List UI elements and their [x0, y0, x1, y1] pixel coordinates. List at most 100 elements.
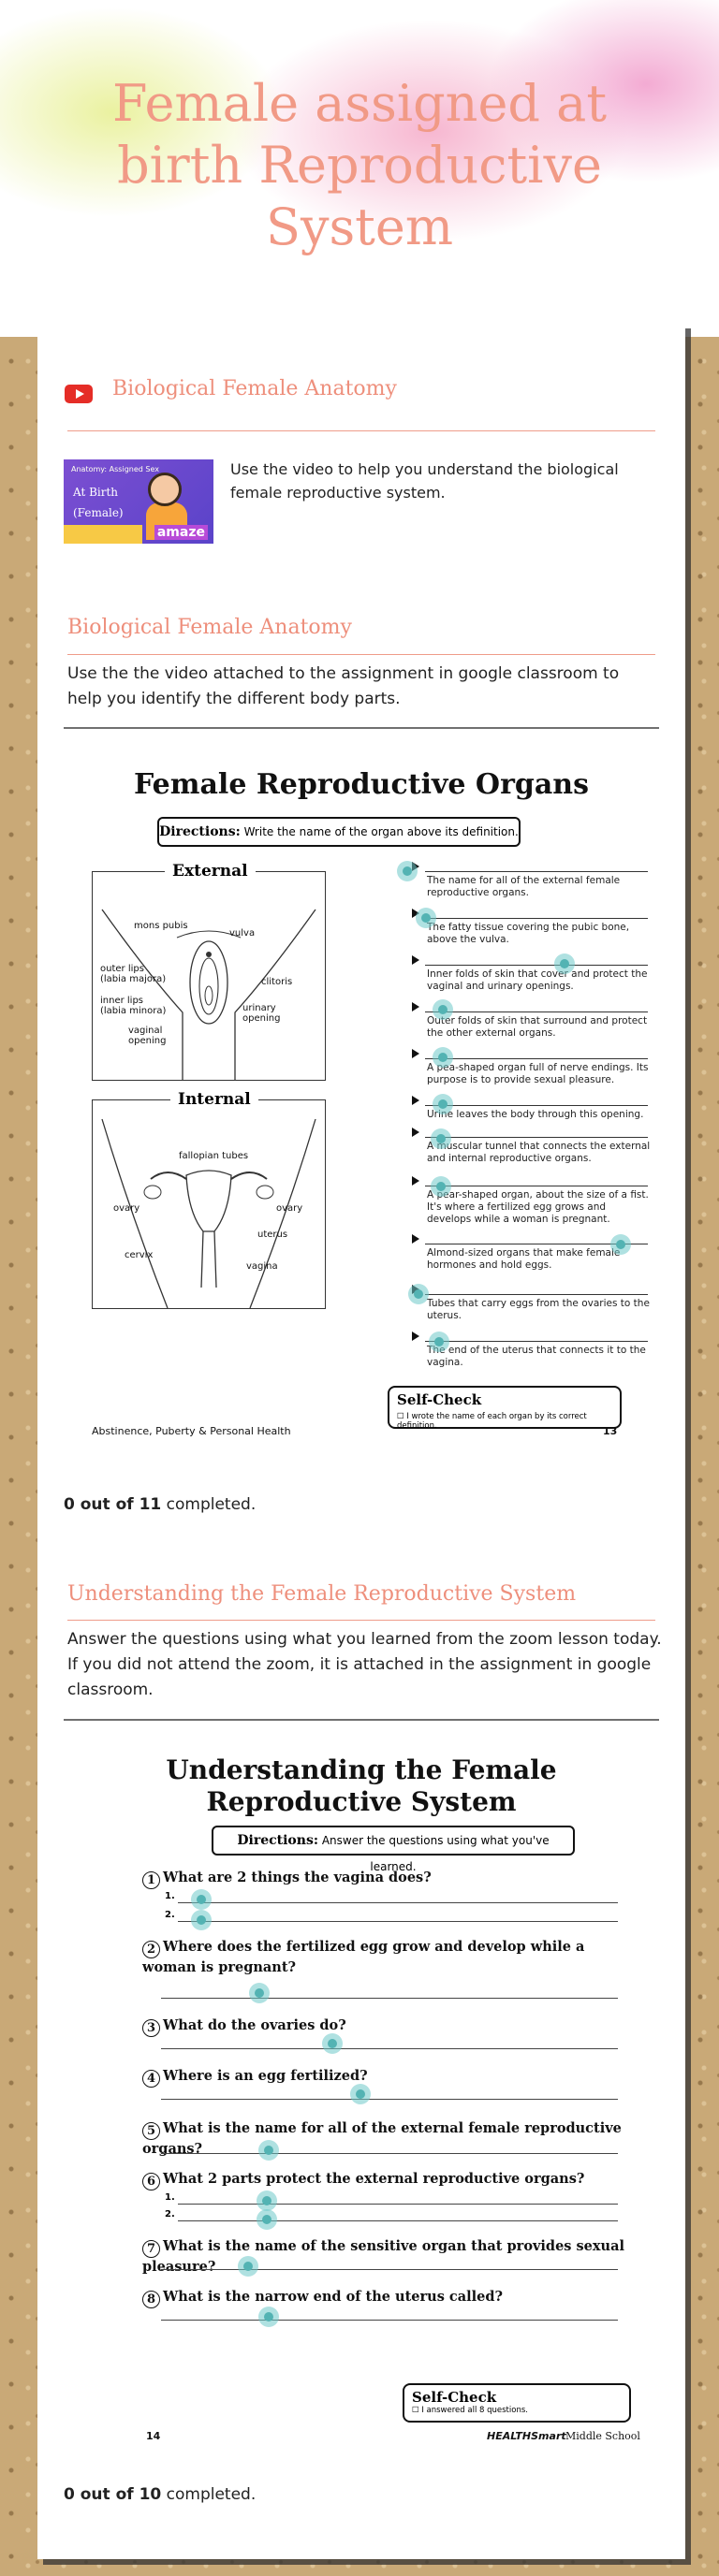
hotspot-marker[interactable] [257, 2209, 277, 2230]
answer-line[interactable] [425, 1011, 648, 1012]
video-description: Use the video to help you understand the… [230, 460, 619, 502]
thumbnail-swatch [64, 525, 142, 544]
question-number: 7 [142, 2240, 160, 2258]
label-vagina: vagina [246, 1261, 278, 1272]
hotspot-marker[interactable] [610, 1234, 631, 1255]
youtube-icon [65, 385, 93, 403]
arrow-marker [412, 955, 419, 965]
internal-title: Internal [170, 1090, 258, 1109]
answer-line[interactable] [161, 2153, 618, 2154]
definition-5: A pea-shaped organ full of nerve endings… [427, 1062, 649, 1085]
answer-line[interactable] [425, 965, 648, 966]
answer-line[interactable] [425, 871, 648, 872]
thumbnail-brand: amaze [154, 525, 208, 540]
hotspot-marker[interactable] [554, 953, 575, 974]
question-text: What is the narrow end of the uterus cal… [163, 2289, 504, 2305]
selfcheck-text: ☐ I answered all 8 questions. [412, 2406, 528, 2415]
hotspot-marker[interactable] [408, 1284, 429, 1304]
answer-line[interactable] [161, 2269, 618, 2270]
answer-line[interactable] [178, 2204, 618, 2205]
hotspot-marker[interactable] [191, 1889, 212, 1910]
thumbnail-line2: At Birth [73, 486, 119, 499]
progress-count: 0 out of 10 [64, 2485, 162, 2504]
question-text: What are 2 things the vagina does? [163, 1870, 432, 1885]
definition-7: A muscular tunnel that connects the exte… [427, 1141, 651, 1164]
label-cervix: cervix [125, 1250, 154, 1260]
arrow-marker [412, 1096, 419, 1105]
answer-line[interactable] [425, 1341, 648, 1342]
answer-line[interactable] [161, 2099, 618, 2100]
hotspot-marker[interactable] [431, 1176, 451, 1197]
external-anatomy-drawing [101, 909, 316, 1080]
internal-anatomy-drawing [101, 1118, 316, 1308]
label-fallopian-tubes: fallopian tubes [179, 1151, 249, 1161]
hotspot-marker[interactable] [350, 2084, 371, 2104]
hotspot-marker[interactable] [429, 1332, 449, 1352]
answer-line[interactable] [425, 1294, 648, 1295]
hotspot-marker[interactable] [238, 2256, 258, 2277]
thumbnail-line1: Anatomy: Assigned Sex [71, 465, 159, 473]
answer-line[interactable] [178, 2220, 618, 2221]
label-outer-lips: outer lips (labia majora) [100, 964, 167, 984]
worksheet-title: Understanding the Female Reproductive Sy… [64, 1754, 659, 1818]
arrow-marker [412, 1128, 419, 1137]
selfcheck-title: Self-Check [412, 2389, 497, 2406]
hotspot-marker[interactable] [257, 2190, 277, 2211]
label-mons-pubis: mons pubis [134, 921, 188, 931]
hotspot-marker[interactable] [416, 908, 436, 928]
definition-11: The end of the uterus that connects it t… [427, 1345, 646, 1368]
worksheet-title: Female Reproductive Organs [134, 768, 589, 801]
hotspot-marker[interactable] [397, 861, 418, 881]
question-text: What do the ovaries do? [163, 2017, 346, 2033]
hotspot-marker[interactable] [431, 1128, 451, 1149]
video-heading-wrap: Biological Female Anatomy [112, 377, 700, 400]
answer-line[interactable] [178, 1902, 618, 1903]
hotspot-marker[interactable] [433, 1094, 453, 1114]
answer-line[interactable] [161, 2048, 618, 2049]
definition-8: A pear-shaped organ, about the size of a… [427, 1189, 649, 1225]
question-text: What 2 parts protect the external reprod… [163, 2171, 585, 2187]
selfcheck-label: I answered all 8 questions. [421, 2406, 528, 2415]
selfcheck-label: I wrote the name of each organ by its co… [397, 1412, 587, 1431]
label-ovary-right: ovary [276, 1203, 303, 1214]
definition-2: The fatty tissue covering the pubic bone… [427, 922, 630, 945]
hotspot-marker[interactable] [433, 999, 453, 1020]
arrow-marker [412, 1002, 419, 1011]
answer-line[interactable] [178, 1921, 618, 1922]
hotspot-marker[interactable] [258, 2140, 279, 2161]
worksheet-title-line2: Reproductive System [206, 1786, 517, 1817]
question-number: 6 [142, 2173, 160, 2190]
question-text: Where does the fertilized egg grow and d… [142, 1939, 585, 1975]
header-banner: Female assigned at birth Reproductive Sy… [0, 0, 719, 337]
video-thumbnail[interactable]: Anatomy: Assigned Sex At Birth (Female) … [64, 459, 213, 544]
label-urinary-opening: urinary opening [242, 1003, 281, 1024]
organs-worksheet: Female Reproductive Organs Directions: W… [64, 731, 659, 1451]
worksheet-top-border [64, 727, 659, 729]
directions-label: Directions: [237, 1833, 318, 1848]
hotspot-marker[interactable] [258, 2307, 279, 2327]
question-number: 4 [142, 2070, 160, 2088]
answer-line[interactable] [161, 2320, 618, 2321]
answer-line[interactable] [425, 1058, 648, 1059]
hotspot-marker[interactable] [249, 1983, 270, 2003]
question-text: Where is an egg fertilized? [163, 2068, 368, 2084]
answer-index: 1. [165, 2192, 175, 2203]
hotspot-marker[interactable] [433, 1047, 453, 1068]
definition-9: Almond-sized organs that make female hor… [427, 1247, 621, 1271]
hotspot-marker[interactable] [191, 1910, 212, 1930]
answer-line[interactable] [425, 1137, 648, 1138]
question-number: 8 [142, 2291, 160, 2308]
understanding-heading: Understanding the Female Reproductive Sy… [67, 1582, 577, 1606]
answer-line[interactable] [425, 918, 648, 919]
hotspot-marker[interactable] [322, 2033, 343, 2054]
answer-line[interactable] [425, 1105, 648, 1106]
question-number: 1 [142, 1871, 160, 1889]
arrow-marker [412, 1332, 419, 1341]
selfcheck-box: Self-Check ☐ I answered all 8 questions. [403, 2383, 631, 2423]
worksheet-page-number: 14 [146, 2430, 161, 2442]
answer-line[interactable] [161, 1998, 618, 1999]
